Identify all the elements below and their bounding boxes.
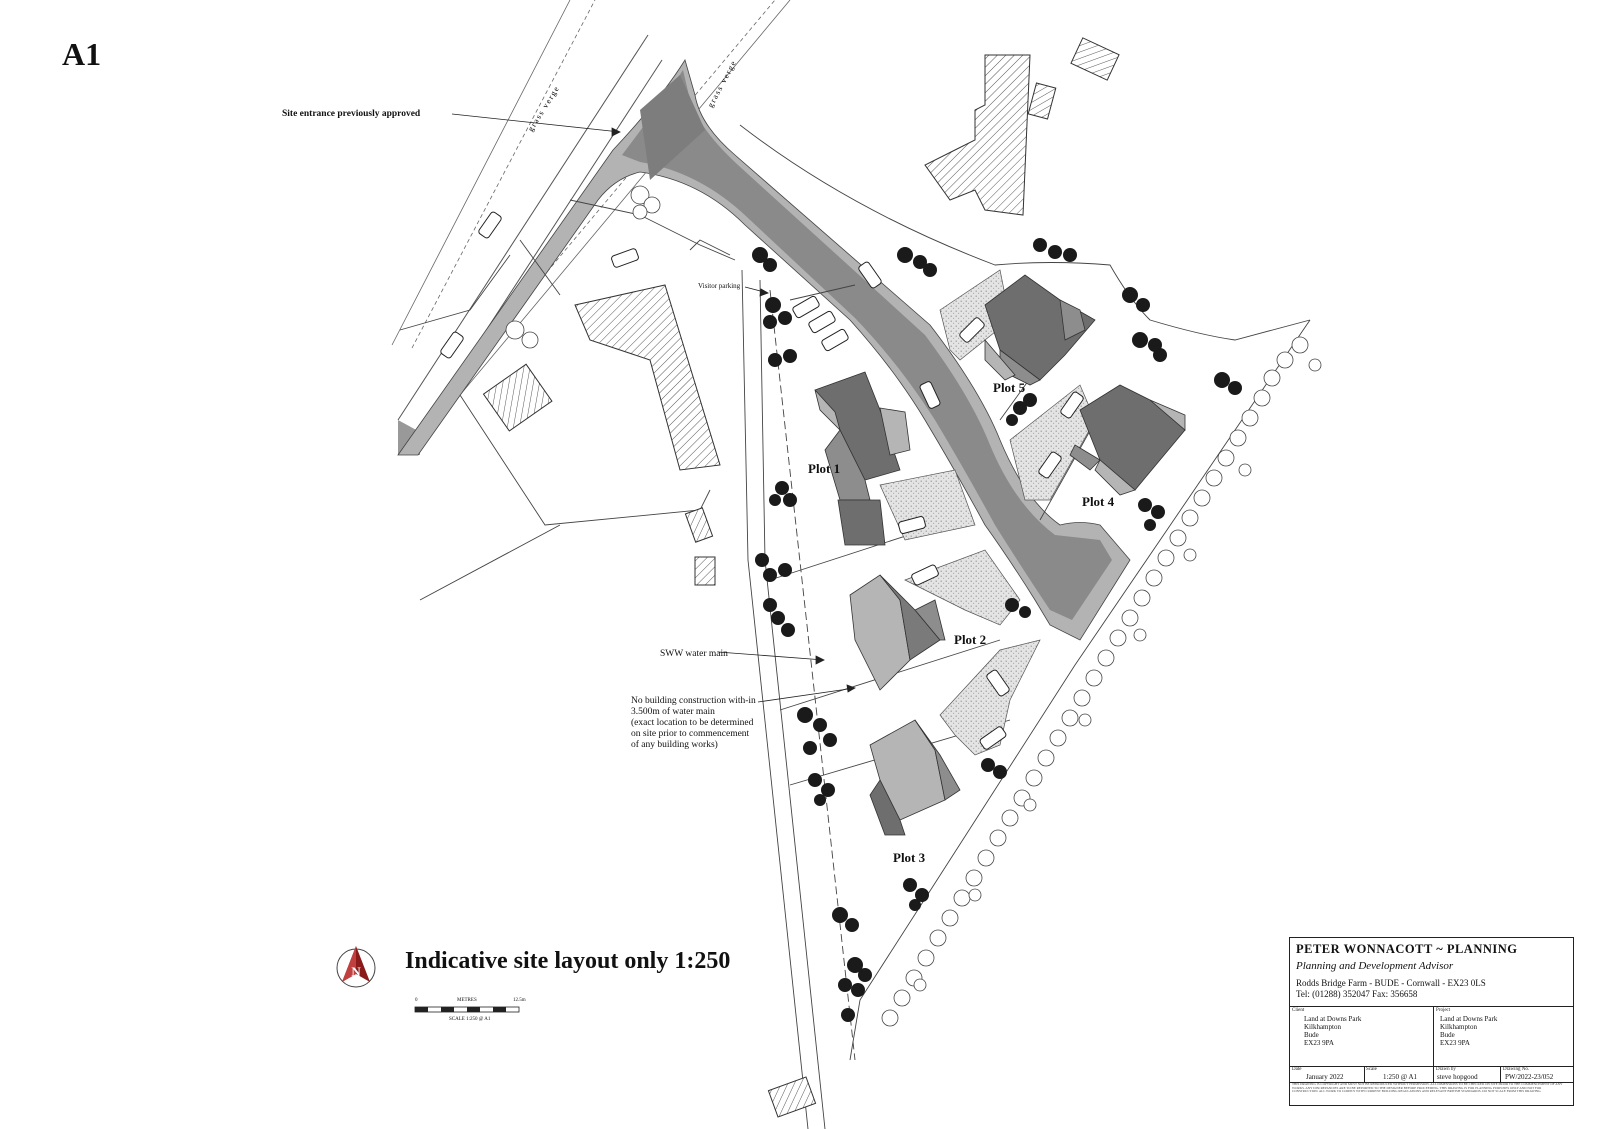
annotation-leaders — [451, 113, 856, 703]
neighbouring-buildings — [482, 37, 1120, 1118]
client-caption: Client — [1292, 1008, 1305, 1013]
water-main-note: SWW water main — [660, 649, 728, 659]
north-arrow-icon: N — [336, 946, 376, 988]
scale-caption: SCALE 1:250 @ A1 — [449, 1017, 491, 1022]
client-value: Land at Downs Park Kilkhampton Bude EX23… — [1304, 1015, 1362, 1047]
trees — [752, 238, 1242, 1022]
scale-bar: 0 METRES 12.5m SCALE 1:250 @ A1 — [413, 992, 533, 1032]
scale-bar-graphic — [414, 1006, 520, 1013]
drawn-by-caption: Drawn by — [1436, 1067, 1456, 1072]
title-block-notes: THIS DRAWING IS COPYRIGHT AND MUST NOT B… — [1292, 1083, 1563, 1094]
scale-start: 0 — [415, 998, 418, 1003]
building-restriction-note: No building construction with-in 3.500m … — [631, 696, 756, 750]
date-value: January 2022 — [1306, 1073, 1344, 1081]
project-caption: Project — [1436, 1008, 1451, 1013]
plot-label-1: Plot 1 — [808, 461, 841, 476]
scale-end: 12.5m — [513, 998, 526, 1003]
scale-caption-tb: Scale — [1366, 1067, 1377, 1072]
hedge-trees — [505, 185, 1322, 1027]
scale-value: 1:250 @ A1 — [1383, 1073, 1418, 1081]
plot-label-5: Plot 5 — [993, 380, 1026, 395]
north-arrow-letter: N — [351, 964, 361, 979]
sheet-size-label: A1 — [62, 36, 102, 72]
firm-name: PETER WONNACOTT ~ PLANNING — [1296, 942, 1518, 956]
date-caption: Date — [1292, 1067, 1302, 1072]
driveways — [879, 269, 1096, 756]
house-roofs — [814, 274, 1186, 836]
firm-address: Rodds Bridge Farm - BUDE - Cornwall - EX… — [1296, 978, 1486, 988]
firm-telephone: Tel: (01288) 352047 Fax: 356658 — [1296, 989, 1418, 999]
project-value: Land at Downs Park Kilkhampton Bude EX23… — [1440, 1015, 1498, 1047]
plot-label-4: Plot 4 — [1082, 494, 1115, 509]
site-entrance-note: Site entrance previously approved — [282, 109, 421, 119]
access-road — [397, 59, 1131, 641]
grass-verge-label: grass verge — [706, 58, 739, 109]
grass-verge-label: grass verge — [526, 84, 561, 133]
parked-cars — [440, 211, 1084, 750]
layout-title: Indicative site layout only 1:250 — [405, 948, 731, 974]
drawing-no-value: PW/2022-23/052 — [1505, 1073, 1554, 1081]
title-block: PETER WONNACOTT ~ PLANNING Planning and … — [1289, 937, 1574, 1106]
visitor-parking-note: Visitor parking — [698, 282, 741, 290]
drawing-no-caption: Drawing No. — [1503, 1067, 1530, 1072]
plot-label-2: Plot 2 — [954, 632, 987, 647]
firm-tagline: Planning and Development Advisor — [1296, 960, 1454, 972]
drawn-by-value: steve hopgood — [1437, 1073, 1478, 1081]
plot-label-3: Plot 3 — [893, 850, 926, 865]
scale-unit: METRES — [457, 998, 477, 1003]
